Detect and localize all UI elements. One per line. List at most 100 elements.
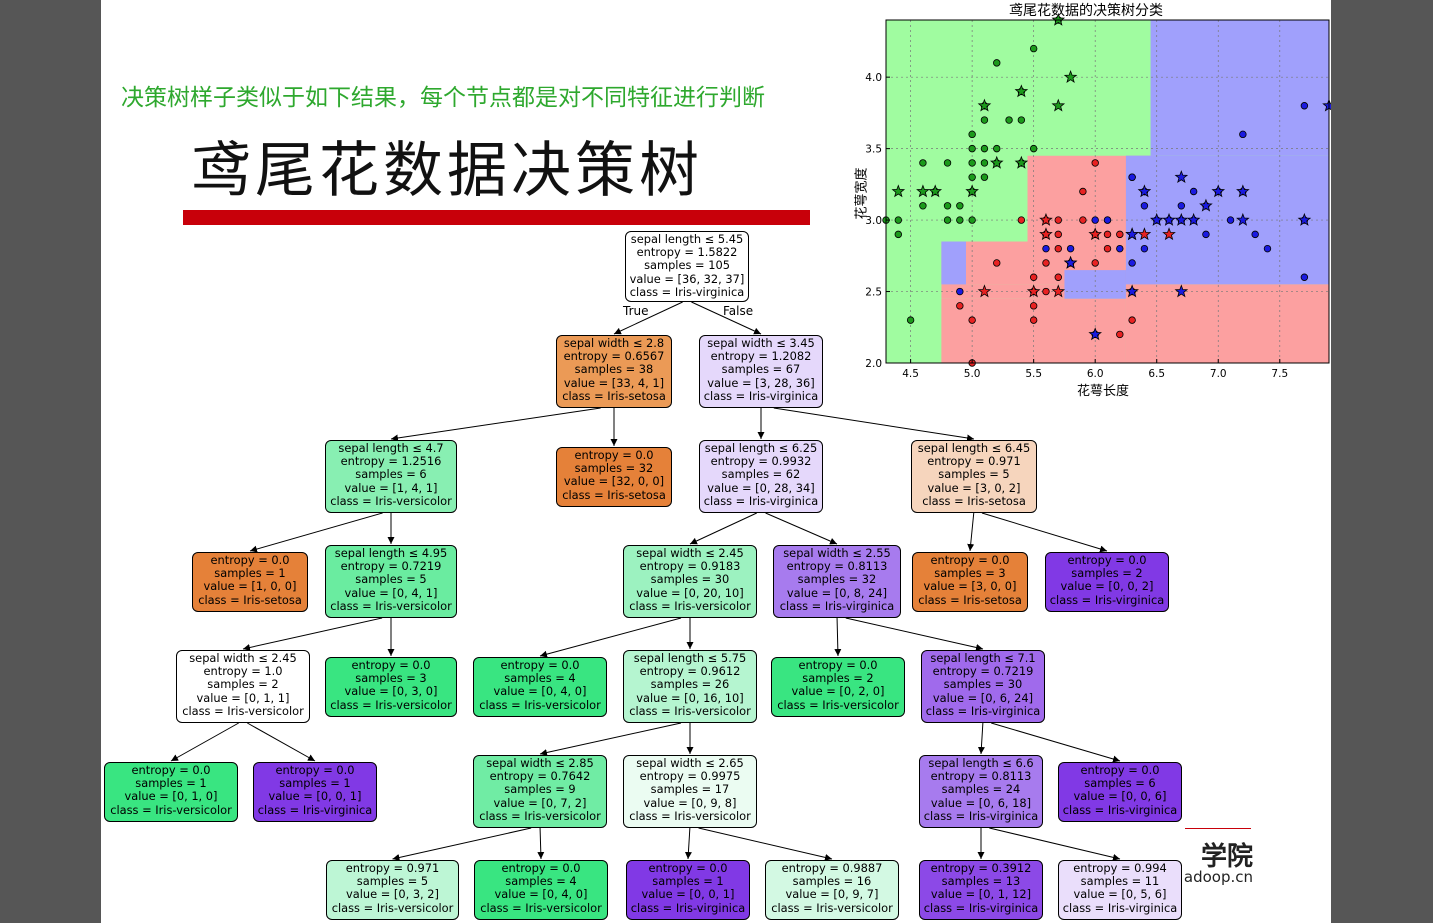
point-train-virginica — [1103, 216, 1112, 224]
point-test-virginica — [1174, 212, 1189, 226]
point-test-versicolor — [1088, 227, 1102, 241]
tree-node-line: value = [0, 4, 0] — [494, 887, 588, 902]
point-test-versicolor — [1039, 227, 1053, 241]
tree-node-line: sepal width ≤ 2.65 — [636, 756, 744, 770]
x-tick-label: 4.5 — [902, 368, 919, 380]
point-train-virginica — [1300, 273, 1309, 281]
tree-node-line: value = [0, 7, 2] — [493, 795, 587, 810]
region-virginica — [941, 241, 966, 285]
tree-node-line: entropy = 0.971 — [927, 454, 1021, 469]
tree-node-line: sepal width ≤ 2.85 — [486, 756, 594, 770]
tree-node-line: value = [0, 9, 8] — [643, 795, 737, 810]
point-train-versicolor — [1029, 316, 1038, 324]
tree-node-line: samples = 30 — [650, 572, 730, 587]
point-train-setosa — [968, 216, 976, 224]
point-train-setosa — [968, 144, 976, 153]
tree-node-line: value = [1, 4, 1] — [344, 480, 438, 495]
tree-node-line: value = [33, 4, 1] — [563, 375, 665, 390]
point-train-setosa — [894, 230, 903, 239]
point-train-virginica — [1202, 230, 1210, 239]
tree-node-line: samples = 17 — [650, 782, 730, 797]
tree-node-line: entropy = 0.9887 — [781, 861, 883, 875]
point-train-versicolor — [968, 316, 976, 324]
y-tick-label: 2.5 — [865, 287, 882, 299]
tree-edge — [967, 512, 975, 552]
tree-node-line: entropy = 0.0 — [1080, 763, 1160, 777]
tree-edge — [613, 301, 683, 335]
tree-node-line: entropy = 0.994 — [1073, 861, 1167, 875]
point-test-setosa — [989, 155, 1004, 169]
point-test-virginica — [1125, 284, 1139, 298]
tree-node-line: value = [0, 0, 1] — [268, 789, 362, 804]
tree-node-line: entropy = 1.2516 — [340, 454, 442, 469]
point-test-versicolor — [1039, 212, 1053, 226]
y-tick-label: 3.5 — [865, 144, 882, 156]
point-test-virginica — [1199, 198, 1213, 212]
y-tick-label: 3.0 — [865, 215, 882, 227]
x-tick-label: 6.0 — [1087, 368, 1104, 380]
tree-node-line: value = [0, 4, 0] — [493, 684, 587, 699]
tree-edges — [170, 301, 1121, 861]
point-train-virginica — [1128, 259, 1136, 267]
tree-node-line: entropy = 0.9932 — [710, 454, 812, 469]
tree-node-line: class = Iris-versicolor — [480, 900, 602, 915]
tree-node-line: class = Iris-versicolor — [629, 808, 751, 823]
point-train-setosa — [980, 116, 989, 124]
point-train-setosa — [906, 316, 915, 324]
tree-node-line: entropy = 0.971 — [345, 861, 440, 875]
point-train-versicolor — [1054, 273, 1062, 281]
tree-node-line: entropy = 0.8113 — [930, 769, 1032, 784]
point-test-virginica — [1186, 212, 1201, 226]
point-train-virginica — [1091, 216, 1099, 224]
point-train-virginica — [1116, 244, 1124, 253]
tree-node-line: class = Iris-versicolor — [330, 493, 452, 508]
point-train-virginica — [1263, 244, 1272, 253]
tree-node-line: value = [0, 4, 1] — [344, 585, 438, 600]
point-train-setosa — [1017, 116, 1026, 124]
point-test-setosa — [1014, 155, 1029, 169]
tree-node-line: sepal length ≤ 6.45 — [917, 441, 1031, 455]
tree-edge — [989, 827, 1121, 861]
tree-node-line: value = [0, 28, 34] — [707, 480, 815, 495]
tree-node-line: samples = 26 — [650, 677, 730, 692]
tree-node-line: class = Iris-virginica — [703, 388, 819, 403]
tree-node-line: value = [3, 0, 0] — [923, 579, 1017, 594]
point-train-setosa — [943, 202, 952, 210]
tree-node-line: value = [0, 5, 6] — [1073, 887, 1167, 902]
point-train-virginica — [1177, 202, 1186, 210]
point-train-virginica — [1140, 202, 1149, 210]
tree-node-line: samples = 6 — [355, 467, 427, 482]
point-test-versicolor — [1137, 227, 1152, 241]
point-train-versicolor — [1054, 216, 1062, 224]
point-train-versicolor — [1054, 244, 1062, 253]
tree-edge — [691, 301, 762, 335]
title-underline-bar — [183, 210, 810, 225]
point-test-setosa — [1063, 70, 1078, 83]
point-train-virginica — [1066, 244, 1075, 253]
tree-edge — [765, 512, 838, 545]
tree-edge — [392, 827, 532, 861]
point-test-setosa — [965, 184, 979, 198]
tree-node-line: samples = 13 — [941, 874, 1021, 889]
point-test-setosa — [977, 98, 992, 112]
point-train-versicolor — [1042, 287, 1050, 296]
tree-node-line: entropy = 0.0 — [798, 658, 878, 672]
tree-node-line: value = [0, 9, 7] — [785, 887, 879, 902]
point-test-virginica — [1211, 184, 1226, 198]
point-test-setosa — [928, 184, 943, 198]
point-train-virginica — [1239, 130, 1247, 139]
tree-node-line: class = Iris-setosa — [562, 388, 666, 403]
tree-node-line: samples = 30 — [943, 677, 1023, 692]
point-train-setosa — [968, 159, 976, 167]
point-train-setosa — [943, 216, 952, 224]
point-test-setosa — [1051, 12, 1066, 26]
